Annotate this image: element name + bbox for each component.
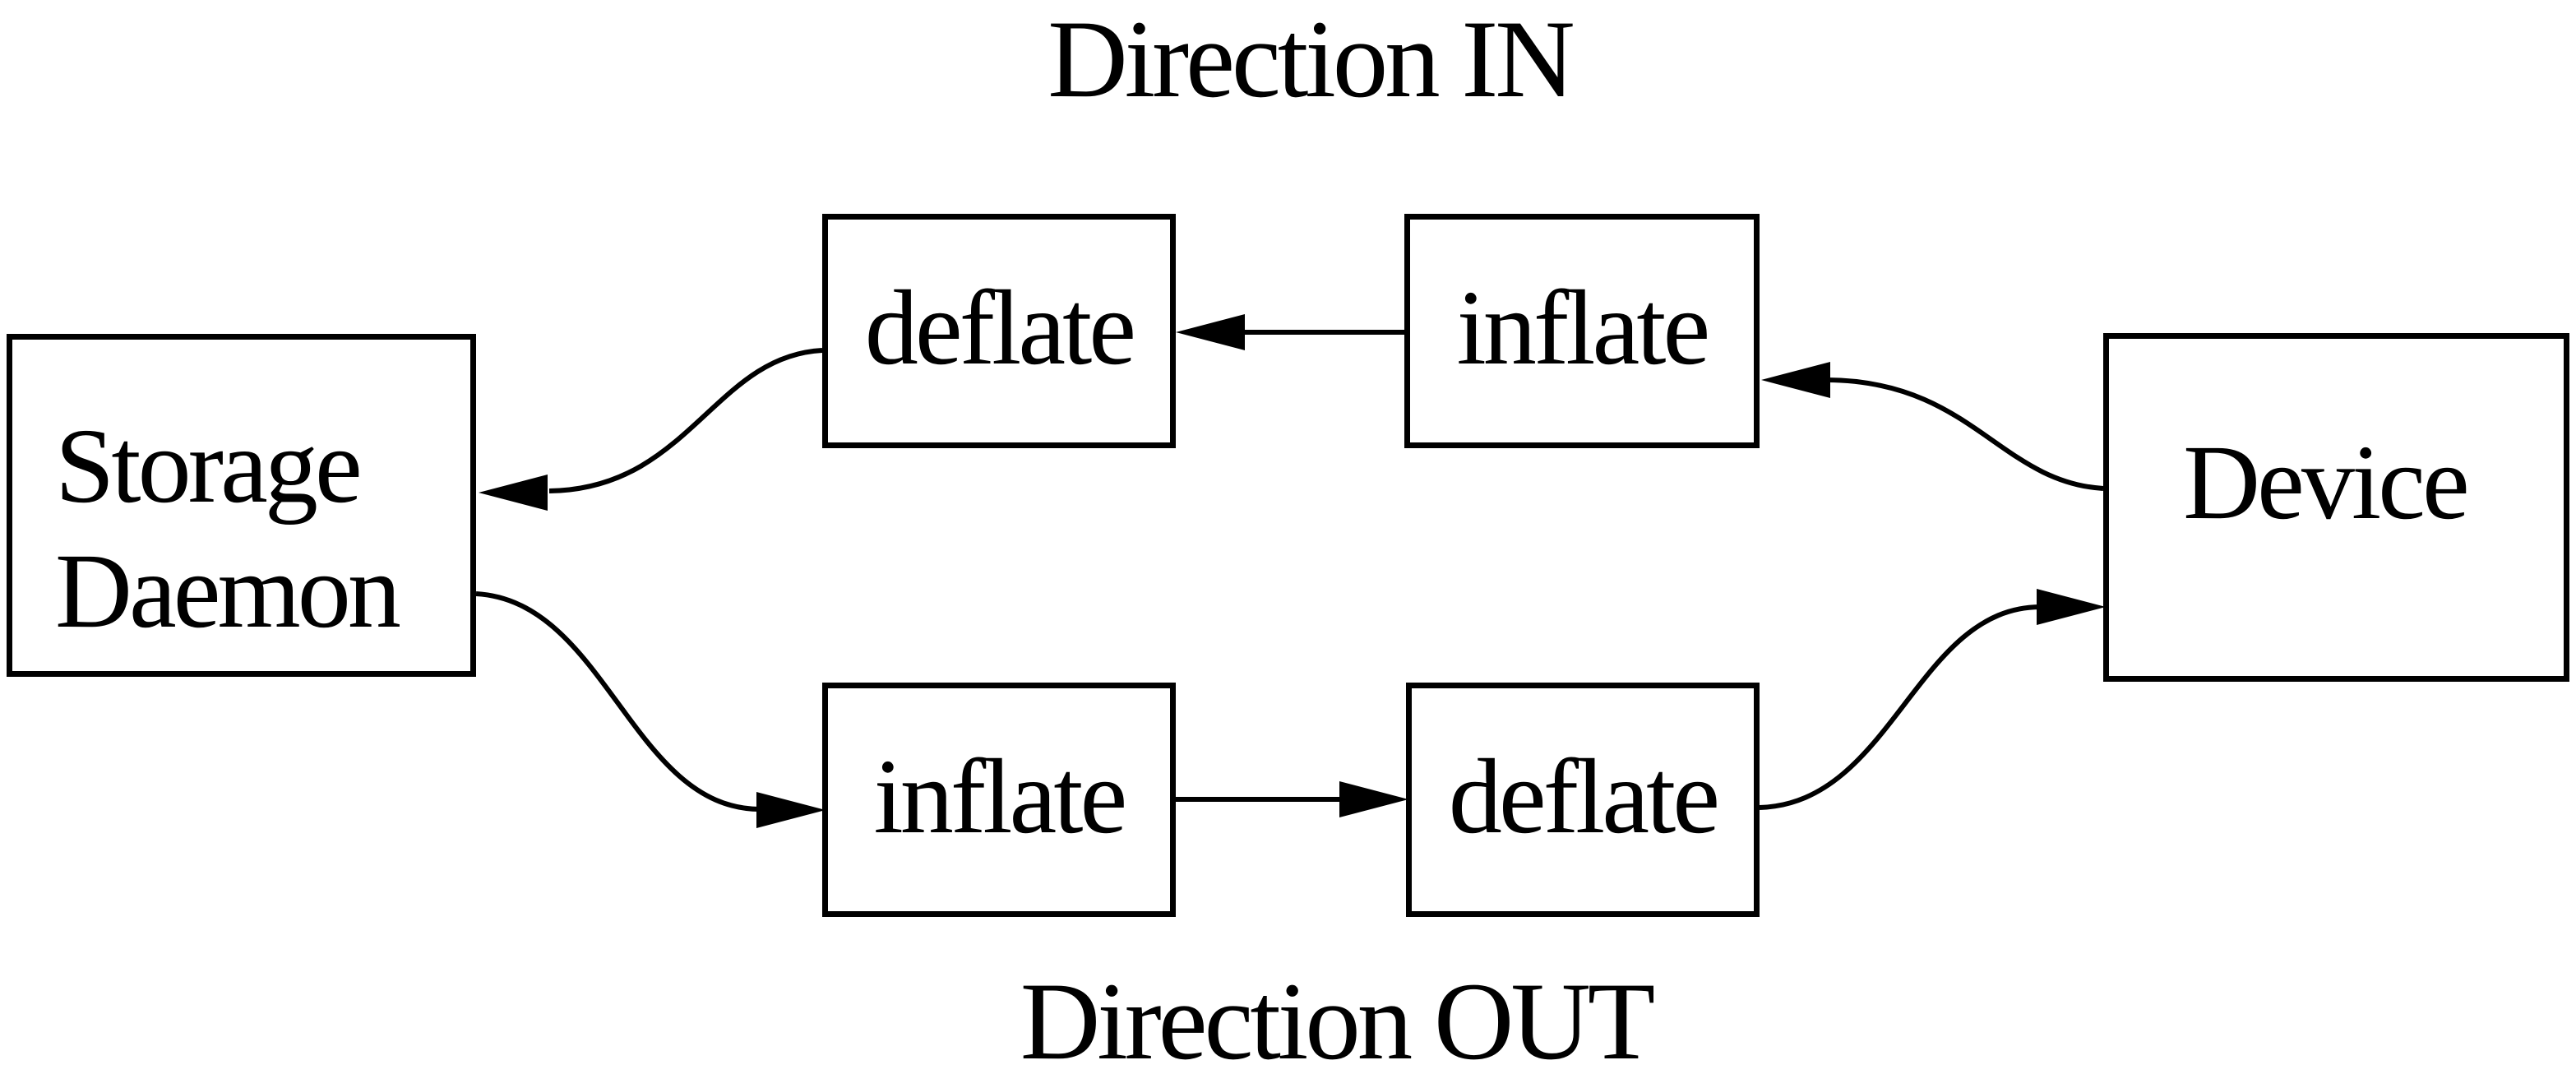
- device-label: Device: [2183, 424, 2470, 542]
- edge-in-deflate-to-storage-line: [548, 348, 823, 493]
- edge-in-inflate-to-in-deflate-arrowhead: [1176, 314, 1245, 350]
- storage-daemon-label-line2: Daemon: [55, 532, 401, 650]
- edge-device-to-in-inflate-arrowhead: [1761, 362, 1830, 398]
- storage-daemon-label-line1: Storage: [55, 407, 363, 525]
- out-deflate-label: deflate: [1448, 737, 1720, 856]
- edge-out-inflate-to-out-deflate-arrowhead: [1339, 781, 1408, 817]
- in-inflate-label: inflate: [1456, 268, 1711, 387]
- title-direction-out: Direction OUT: [1020, 961, 1655, 1083]
- node-in-deflate: deflate: [822, 214, 1176, 448]
- in-deflate-label: deflate: [864, 268, 1136, 387]
- node-out-deflate: deflate: [1406, 683, 1760, 917]
- node-device: Device: [2103, 333, 2569, 682]
- edge-in-deflate-to-storage-arrowhead: [479, 475, 548, 511]
- edge-storage-to-out-inflate-arrowhead: [756, 792, 826, 828]
- node-out-inflate: inflate: [822, 683, 1176, 917]
- out-inflate-label: inflate: [873, 737, 1128, 856]
- edge-out-deflate-to-device-arrowhead: [2037, 589, 2106, 625]
- node-in-inflate: inflate: [1404, 214, 1760, 448]
- edge-device-to-in-inflate-line: [1826, 377, 2104, 491]
- node-storage-daemon: Storage Daemon: [7, 334, 476, 677]
- edge-out-deflate-to-device-line: [1759, 604, 2041, 810]
- title-direction-in: Direction IN: [1048, 0, 1575, 121]
- edge-storage-to-out-inflate-line: [475, 591, 761, 812]
